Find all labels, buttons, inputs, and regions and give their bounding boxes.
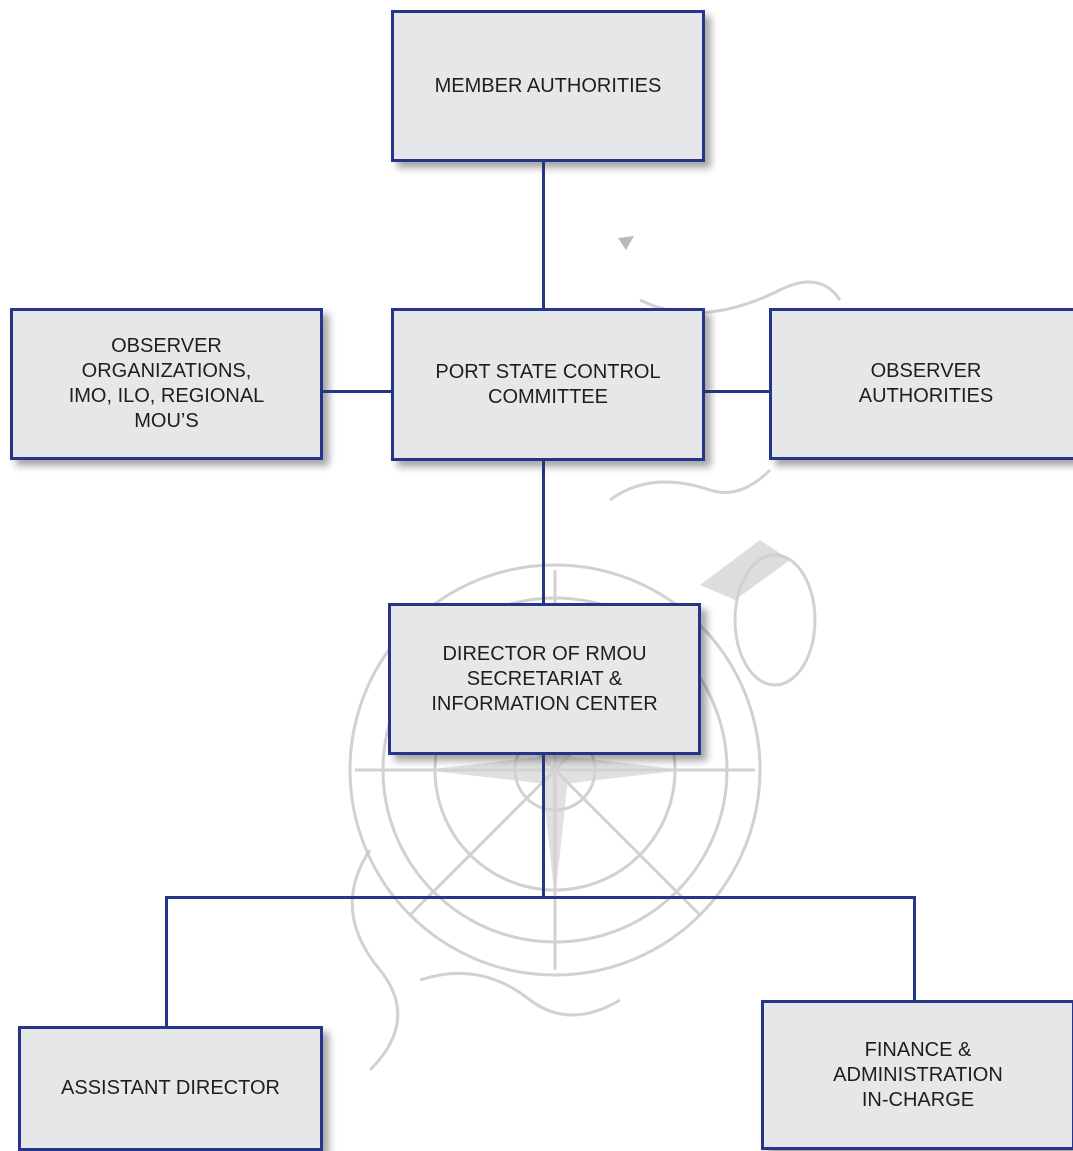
connector-director-down [542, 755, 545, 898]
director-box: DIRECTOR OF RMOU SECRETARIAT & INFORMATI… [388, 603, 701, 755]
connector-committee-to-observer-authorities [704, 390, 770, 393]
connector-committee-to-director [542, 460, 545, 605]
member-authorities-box: MEMBER AUTHORITIES [391, 10, 705, 162]
observer-authorities-box: OBSERVER AUTHORITIES [769, 308, 1073, 460]
connector-member-to-committee [542, 160, 545, 310]
connector-to-assistant-director [165, 896, 168, 1028]
connector-to-finance-administration [913, 896, 916, 1002]
assistant-director-box: ASSISTANT DIRECTOR [18, 1026, 323, 1151]
port-state-control-committee-box: PORT STATE CONTROL COMMITTEE [391, 308, 705, 461]
observer-organizations-box: OBSERVER ORGANIZATIONS, IMO, ILO, REGION… [10, 308, 323, 460]
connector-observer-orgs-to-committee [321, 390, 391, 393]
connector-horizontal-branch [165, 896, 916, 899]
finance-administration-box: FINANCE & ADMINISTRATION IN-CHARGE [761, 1000, 1073, 1150]
